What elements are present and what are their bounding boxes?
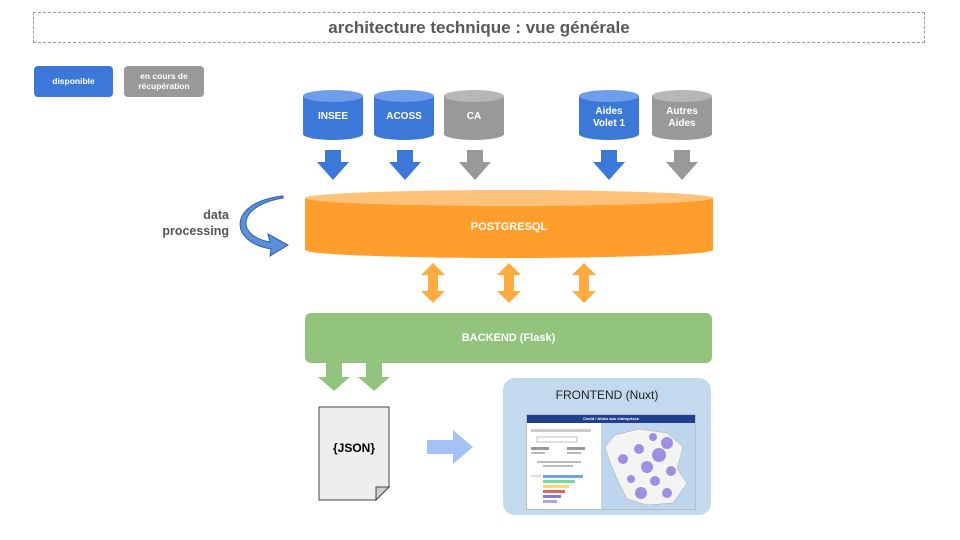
database-cylinder-postgresql bbox=[305, 190, 713, 258]
database-label: POSTGRESQL bbox=[470, 221, 548, 233]
source-cylinder-acoss bbox=[374, 90, 434, 140]
legend-available-label: disponible bbox=[52, 75, 95, 86]
frontend-label: FRONTEND (Nuxt) bbox=[555, 388, 659, 402]
arrow-down-green-1 bbox=[318, 363, 350, 391]
arrow-bidirectional-3 bbox=[572, 263, 596, 303]
json-document-icon bbox=[318, 406, 391, 502]
source-aides-line2: Volet 1 bbox=[592, 118, 626, 129]
json-label: {JSON} bbox=[332, 441, 376, 455]
arrow-bidirectional-1 bbox=[421, 263, 445, 303]
source-label-autres-aides: Autres Aides bbox=[652, 102, 712, 134]
arrow-right-frontend bbox=[427, 430, 473, 464]
arrow-down-insee bbox=[317, 150, 349, 180]
backend-box: BACKEND (Flask) bbox=[305, 313, 712, 363]
arrow-down-autres-aides bbox=[666, 150, 698, 180]
source-autres-line1: Autres bbox=[666, 105, 698, 117]
processing-label-line1: data bbox=[203, 208, 229, 222]
source-cylinder-aides-volet-1 bbox=[579, 90, 639, 140]
thumbnail-content bbox=[531, 423, 695, 509]
arrow-bidirectional-2 bbox=[497, 263, 521, 303]
source-insee-text: INSEE bbox=[317, 110, 348, 122]
source-label-aides-volet-1: Aides Volet 1 bbox=[579, 102, 639, 134]
arrow-down-acoss bbox=[389, 150, 421, 180]
source-autres-line2: Aides bbox=[668, 118, 696, 129]
arrow-down-ca bbox=[459, 150, 491, 180]
source-acoss-text: ACOSS bbox=[386, 110, 422, 122]
page-title-box: architecture technique : vue générale bbox=[33, 12, 925, 43]
processing-label-line2: processing bbox=[162, 223, 229, 238]
source-label-insee: INSEE bbox=[303, 102, 363, 132]
source-cylinder-ca bbox=[444, 90, 504, 140]
thumbnail-header: Covid / Aides aux entreprises bbox=[527, 415, 695, 423]
legend-pending-label-line2: récupération bbox=[138, 80, 190, 91]
backend-label: BACKEND (Flask) bbox=[461, 332, 556, 344]
source-cylinder-autres-aides bbox=[652, 90, 712, 140]
page-title: architecture technique : vue générale bbox=[328, 17, 630, 37]
processing-label: data processing bbox=[140, 208, 229, 239]
frontend-screenshot-thumbnail: Covid / Aides aux entreprises bbox=[526, 414, 696, 510]
legend-available: disponible bbox=[34, 66, 113, 97]
source-cylinder-insee bbox=[303, 90, 363, 140]
source-ca-text: CA bbox=[466, 110, 482, 122]
processing-curved-arrow-icon bbox=[239, 195, 289, 257]
legend-pending: en cours de récupération bbox=[124, 66, 204, 97]
source-label-acoss: ACOSS bbox=[374, 102, 434, 132]
legend-pending-label-line1: en cours de bbox=[140, 70, 188, 81]
arrow-down-aides-volet-1 bbox=[593, 150, 625, 180]
source-aides-line1: Aides bbox=[595, 105, 623, 117]
source-label-ca: CA bbox=[444, 102, 504, 132]
arrow-down-green-2 bbox=[358, 363, 390, 391]
